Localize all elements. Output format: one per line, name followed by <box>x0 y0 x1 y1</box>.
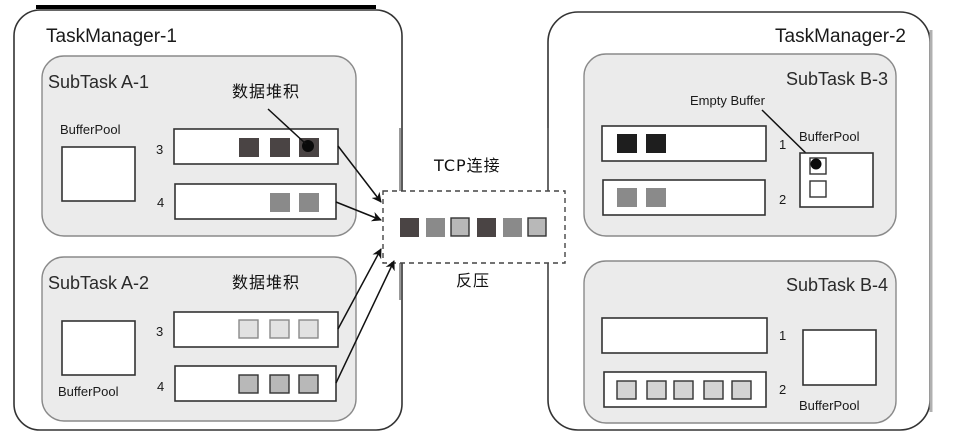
subtask-a2: SubTask A-2 数据堆积 BufferPool 3 4 <box>41 256 357 422</box>
buffer-light <box>731 380 752 400</box>
subtask-b3-bufferpool-label: BufferPool <box>799 129 860 144</box>
subtask-a1-annotation: 数据堆积 <box>232 82 300 101</box>
buffer-light <box>646 380 667 400</box>
buffer-light <box>450 217 470 237</box>
queue-id: 4 <box>157 195 164 210</box>
queue-id: 2 <box>779 382 786 397</box>
queue-id: 3 <box>156 324 163 339</box>
subtask-a2-annotation: 数据堆积 <box>232 273 300 292</box>
buffer-medium <box>503 218 522 237</box>
tcp-channel: TCP连接 反压 <box>382 156 566 290</box>
marker-dot-icon <box>810 158 822 170</box>
subtask-b4-bufferpool <box>802 329 877 386</box>
arrow-a1-q4 <box>335 201 382 222</box>
taskmanager-2: TaskManager-2 SubTask B-3 Empty Buffer 1… <box>547 11 933 431</box>
subtask-b4-bufferpool-label: BufferPool <box>799 398 860 413</box>
buffer-light <box>527 217 547 237</box>
buffer-medium <box>299 193 319 212</box>
buffer-pale <box>298 319 319 339</box>
buffer-medium <box>426 218 445 237</box>
top-edge-bar <box>36 5 376 9</box>
taskmanager-1-label: TaskManager-1 <box>46 26 177 47</box>
buffer-dark <box>477 218 496 237</box>
buffer-black <box>617 134 637 153</box>
buffer-dark <box>239 138 259 157</box>
subtask-a2-label: SubTask A-2 <box>48 273 149 293</box>
empty-buffer-slot <box>809 180 827 198</box>
buffer-medium <box>617 188 637 207</box>
buffer-black <box>646 134 666 153</box>
buffer-light <box>673 380 694 400</box>
taskmanager-2-label: TaskManager-2 <box>775 26 906 47</box>
buffer-light <box>238 374 259 394</box>
buffer-light <box>269 374 290 394</box>
subtask-b3: SubTask B-3 Empty Buffer 1 2 BufferPool <box>583 53 897 237</box>
backpressure-label: 反压 <box>456 271 490 290</box>
buffer-medium <box>646 188 666 207</box>
arrow-a2-q4 <box>335 260 395 384</box>
subtask-b4: SubTask B-4 1 2 BufferPool <box>583 260 897 424</box>
annotation-leader-line <box>267 108 307 145</box>
subtask-a1-label: SubTask A-1 <box>48 72 149 92</box>
tcp-connection-label: TCP连接 <box>433 156 501 175</box>
subtask-a1: SubTask A-1 数据堆积 BufferPool 3 4 <box>41 55 357 237</box>
buffer-medium <box>270 193 290 212</box>
subtask-b4-queue-1 <box>601 317 768 354</box>
subtask-b3-label: SubTask B-3 <box>786 69 888 89</box>
buffer-dark <box>270 138 290 157</box>
buffer-light <box>703 380 724 400</box>
arrow-a2-q3 <box>337 248 382 330</box>
queue-id: 4 <box>157 379 164 394</box>
buffer-light <box>616 380 637 400</box>
subtask-a2-bufferpool-label: BufferPool <box>58 384 119 399</box>
subtask-a1-bufferpool <box>61 146 136 202</box>
queue-id: 3 <box>156 142 163 157</box>
buffer-light <box>298 374 319 394</box>
queue-id: 1 <box>779 137 786 152</box>
subtask-b4-label: SubTask B-4 <box>786 275 888 295</box>
empty-buffer-annotation: Empty Buffer <box>690 93 766 108</box>
arrow-a1-q3 <box>337 145 382 203</box>
taskmanager-1: TaskManager-1 SubTask A-1 数据堆积 BufferPoo… <box>13 9 403 431</box>
buffer-dark <box>400 218 419 237</box>
buffer-pale <box>238 319 259 339</box>
queue-id: 2 <box>779 192 786 207</box>
subtask-a2-bufferpool <box>61 320 136 376</box>
subtask-a1-bufferpool-label: BufferPool <box>60 122 121 137</box>
buffer-pale <box>269 319 290 339</box>
queue-id: 1 <box>779 328 786 343</box>
